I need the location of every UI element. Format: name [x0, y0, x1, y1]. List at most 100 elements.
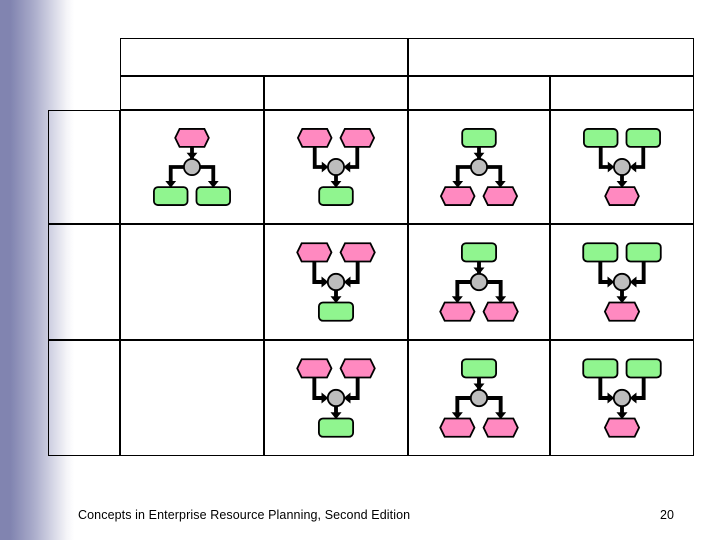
table-header-group-label	[409, 39, 693, 45]
edge-parent-left-to-connector	[312, 146, 323, 169]
node-shape-parent-2	[339, 128, 376, 148]
connector-node	[613, 158, 631, 176]
table-column-header-4	[550, 76, 694, 110]
arrowhead-into-child-right	[207, 181, 219, 188]
table-row-header-3	[48, 340, 120, 456]
edge-parent-right-to-connector	[349, 146, 360, 169]
cell-diagram	[551, 341, 693, 455]
connector-node	[469, 388, 489, 408]
edge-parent-left-to-connector	[598, 261, 609, 284]
footer-page-number: 20	[660, 508, 674, 522]
edge-parent-left-to-connector	[598, 377, 609, 400]
edge-parent-right-to-connector	[349, 377, 360, 400]
node-shape-parent-1	[296, 358, 333, 379]
arrowhead-into-child	[330, 181, 342, 188]
edge-connector-to-child-left	[455, 280, 471, 297]
table-column-header-2	[264, 76, 408, 110]
edge-parent-left-to-connector	[598, 146, 609, 169]
cell-diagram	[409, 341, 549, 455]
cell-diagram	[121, 111, 263, 223]
diagram-merge-green-to-pink	[583, 128, 661, 206]
table-column-header-1	[120, 76, 264, 110]
edge-connector-to-child-right	[200, 165, 216, 182]
connector-node	[327, 158, 345, 176]
footer-title: Concepts in Enterprise Resource Planning…	[78, 508, 411, 522]
node-shape-parent-2	[625, 242, 662, 263]
node-shape-child-1	[439, 301, 476, 322]
connector-node	[326, 388, 346, 408]
arrowhead-into-connector-left	[607, 392, 615, 404]
arrowhead-into-connector-left	[321, 276, 329, 288]
diagram-split-green-to-pink	[439, 128, 519, 206]
arrowhead-into-child	[330, 296, 342, 304]
node-shape-child	[603, 301, 641, 322]
table-column-header-label	[121, 77, 263, 83]
edge-connector-to-child-right	[487, 280, 503, 297]
node-shape-child	[318, 186, 354, 206]
diagram-split-green-to-pink	[439, 358, 519, 438]
cell-diagram	[551, 111, 693, 223]
cell-diagram	[265, 225, 407, 339]
edge-parent-right-to-connector	[349, 261, 360, 284]
arrowhead-into-child-right	[495, 412, 507, 420]
matrix-cell-r3-c3	[408, 340, 550, 456]
arrowhead-into-connector	[473, 152, 485, 160]
node-shape-child	[603, 417, 641, 438]
node-shape-parent	[461, 128, 497, 148]
matrix-cell-r2-c3	[408, 224, 550, 340]
arrowhead-into-connector-right	[343, 276, 351, 288]
diagram-merge-pink-to-green	[296, 128, 376, 206]
arrowhead-into-connector-right	[629, 161, 637, 173]
slide-footer: Concepts in Enterprise Resource Planning…	[0, 508, 720, 536]
node-shape-parent-1	[296, 128, 333, 148]
arrowhead-into-child-left	[165, 181, 177, 188]
arrowhead-into-connector	[186, 152, 198, 160]
matrix-cell-r3-c1	[120, 340, 264, 456]
edge-connector-to-child-left	[168, 165, 184, 182]
matrix-cell-r2-c4	[550, 224, 694, 340]
edge-parent-left-to-connector	[312, 377, 323, 400]
node-shape-parent-1	[296, 242, 333, 263]
arrowhead-into-connector-right	[343, 161, 351, 173]
table-column-header-label	[409, 77, 549, 83]
arrowhead-into-connector-right	[629, 392, 637, 404]
cell-diagram	[265, 111, 407, 223]
slide-accent-band	[0, 0, 74, 540]
diagram-merge-pink-to-green	[296, 242, 376, 322]
node-shape-parent-2	[339, 358, 376, 379]
matrix-cell-r1-c4	[550, 110, 694, 224]
arrowhead-into-connector-left	[321, 161, 329, 173]
arrowhead-into-connector-left	[321, 392, 329, 404]
table-row-header-label	[49, 341, 119, 347]
diagram-merge-green-to-pink	[582, 358, 662, 438]
arrowhead-into-child	[616, 296, 628, 304]
edge-parent-right-to-connector	[635, 146, 646, 169]
arrowhead-into-connector-left	[607, 276, 615, 288]
table-row-header-label	[49, 225, 119, 231]
node-shape-child	[317, 417, 355, 438]
table-column-header-label	[551, 77, 693, 83]
matrix-cell-r1-c2	[264, 110, 408, 224]
node-shape-child-1	[439, 417, 476, 438]
node-shape-parent-2	[625, 128, 661, 148]
node-shape-parent	[460, 242, 498, 263]
node-shape-child-1	[153, 186, 189, 206]
entity-relationship-matrix-table	[48, 38, 694, 456]
table-header-group-2	[408, 38, 694, 76]
node-shape-parent-1	[583, 128, 619, 148]
table-column-header-label	[265, 77, 407, 83]
arrowhead-into-connector	[473, 267, 485, 275]
arrowhead-into-child	[616, 412, 628, 420]
diagram-split-green-to-pink	[439, 242, 519, 322]
matrix-cell-r2-c2	[264, 224, 408, 340]
arrowhead-into-child-left	[451, 412, 463, 420]
arrowhead-into-connector	[473, 383, 485, 391]
node-shape-parent	[174, 128, 210, 148]
edge-parent-right-to-connector	[635, 261, 646, 284]
cell-diagram	[265, 341, 407, 455]
edge-connector-to-child-left	[455, 165, 471, 182]
arrowhead-into-child-right	[495, 296, 507, 304]
matrix-cell-r3-c4	[550, 340, 694, 456]
node-shape-child-2	[482, 301, 519, 322]
node-shape-parent-1	[582, 358, 619, 379]
